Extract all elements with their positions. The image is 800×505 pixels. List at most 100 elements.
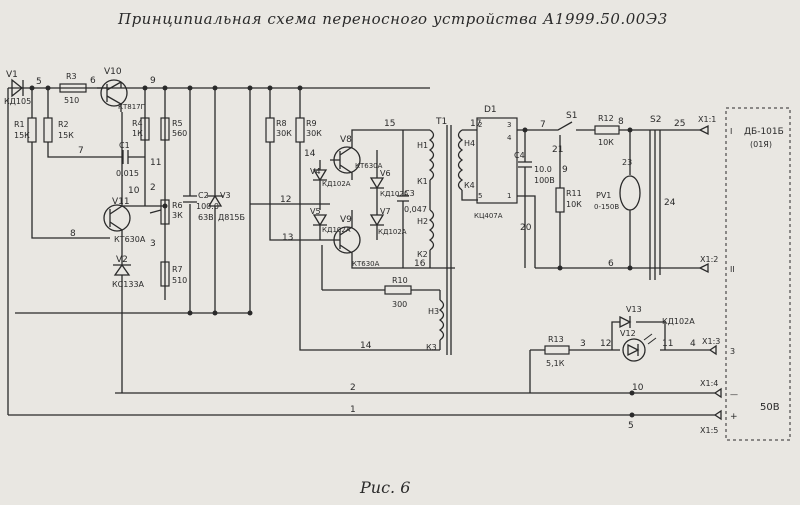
label-h4: Н4 — [464, 139, 475, 148]
resistor-r8 — [265, 117, 275, 143]
node-6: 6 — [90, 76, 96, 86]
label-v11: V11 — [112, 197, 130, 207]
label-r5: R5 — [172, 119, 183, 128]
node-17: 17 — [470, 119, 481, 129]
node-13: 13 — [282, 233, 293, 243]
label-r9-val: 30К — [306, 129, 322, 138]
label-r11: R11 — [566, 189, 582, 198]
pin-ii: II — [730, 265, 735, 274]
node-25: 25 — [674, 119, 685, 129]
node-23: 23 — [622, 158, 632, 167]
label-pv1: PV1 — [596, 191, 611, 200]
label-v5-type: КД102А — [322, 226, 351, 234]
transformer-t1 — [428, 125, 478, 355]
label-r7: R7 — [172, 265, 183, 274]
node-3b: 3 — [580, 339, 586, 349]
node-9b: 9 — [562, 165, 568, 175]
pin-d1-2: 2 — [478, 121, 482, 129]
label-r1-val: 15К — [14, 131, 30, 140]
label-r3-val: 510 — [64, 96, 79, 105]
label-c2-val: 100.0 — [196, 202, 219, 211]
pin-d1-5: 5 — [478, 192, 482, 200]
label-t1: T1 — [435, 117, 447, 127]
figure-caption: Рис. 6 — [360, 478, 411, 497]
label-c4-v: 100В — [534, 176, 555, 185]
label-r13: R13 — [548, 335, 564, 344]
label-v7-type: КД102А — [378, 228, 407, 236]
node-8: 8 — [70, 229, 76, 239]
node-14b: 14 — [360, 341, 372, 351]
transistor-v9 — [310, 210, 455, 269]
node-7: 7 — [78, 146, 84, 156]
pin-d1-1: 1 — [507, 192, 511, 200]
label-r12: R12 — [598, 114, 614, 123]
node-12: 12 — [280, 195, 291, 205]
label-r4-val: 1К — [132, 129, 143, 138]
label-h2: Н2 — [417, 217, 428, 226]
label-pv1-range: 0-150В — [594, 203, 619, 211]
label-r6-val: 3К — [172, 211, 183, 220]
label-k1: К1 — [417, 177, 428, 186]
resistor-r10 — [384, 285, 412, 295]
capacitor-c2 — [183, 195, 197, 203]
label-k2: К2 — [417, 250, 428, 259]
label-s1: S1 — [566, 111, 577, 121]
label-v13-type: КД102А — [662, 317, 695, 326]
label-r8: R8 — [276, 119, 287, 128]
node-12b: 12 — [600, 339, 611, 349]
label-v7: V7 — [380, 207, 391, 216]
label-v11-type: КТ630А — [114, 235, 146, 244]
label-r3: R3 — [66, 72, 77, 81]
label-r12-val: 10К — [598, 138, 614, 147]
pin-plus: + — [730, 412, 738, 422]
resistor-r2 — [43, 88, 112, 158]
label-c1-val: 0,015 — [116, 169, 139, 178]
resistor-r5 — [160, 117, 170, 141]
label-v5: V5 — [310, 207, 321, 216]
label-r13-val: 5,1К — [546, 359, 565, 368]
resistor-r6 — [149, 199, 170, 225]
node-15: 15 — [384, 119, 395, 129]
node-9: 9 — [150, 76, 156, 86]
resistor-r4 — [140, 117, 150, 141]
label-v1: V1 — [6, 70, 18, 80]
node-14: 14 — [304, 149, 316, 159]
label-c2-v: 63В — [198, 213, 214, 222]
label-v4-type: КД102А — [322, 180, 351, 188]
node-2: 2 — [150, 183, 156, 193]
label-r1: R1 — [14, 120, 25, 129]
label-h3: Н3 — [428, 307, 439, 316]
connector-x1 — [698, 124, 722, 421]
node-11b: 11 — [662, 339, 673, 349]
label-x1-5: Х1:5 — [700, 426, 718, 435]
pin-d1-4: 4 — [507, 134, 512, 142]
label-c4: C4 — [514, 151, 525, 160]
label-r4: R4 — [132, 119, 143, 128]
resistor-r12 — [594, 125, 620, 135]
diode-v1 — [11, 78, 24, 98]
pin-3: 3 — [730, 347, 735, 356]
label-v4: V4 — [310, 167, 321, 176]
label-v10-type: КТ817Г — [118, 103, 145, 111]
pin-i: I — [730, 127, 732, 136]
transistor-v11 — [103, 112, 145, 265]
node-2b: 2 — [350, 383, 356, 393]
node-4: 4 — [690, 339, 696, 349]
diode-v7 — [369, 214, 385, 240]
node-7b: 7 — [540, 120, 546, 130]
label-v13: V13 — [626, 305, 642, 314]
label-d1: D1 — [484, 105, 497, 115]
node-1: 1 — [350, 405, 356, 415]
label-c4-val: 10.0 — [534, 165, 552, 174]
resistor-r7 — [160, 261, 170, 287]
capacitor-c4 — [518, 130, 532, 268]
label-x1-3: Х1:3 — [702, 337, 720, 346]
led-v12 — [622, 333, 657, 362]
label-c3-val: 0,047 — [404, 205, 427, 214]
label-v2-type: КС133А — [112, 280, 145, 289]
wire-r8-r9 — [269, 88, 440, 351]
pin-minus: — — [730, 390, 738, 399]
label-r2: R2 — [58, 120, 69, 129]
diagram-title: Принципиальная схема переносного устройс… — [118, 10, 668, 28]
